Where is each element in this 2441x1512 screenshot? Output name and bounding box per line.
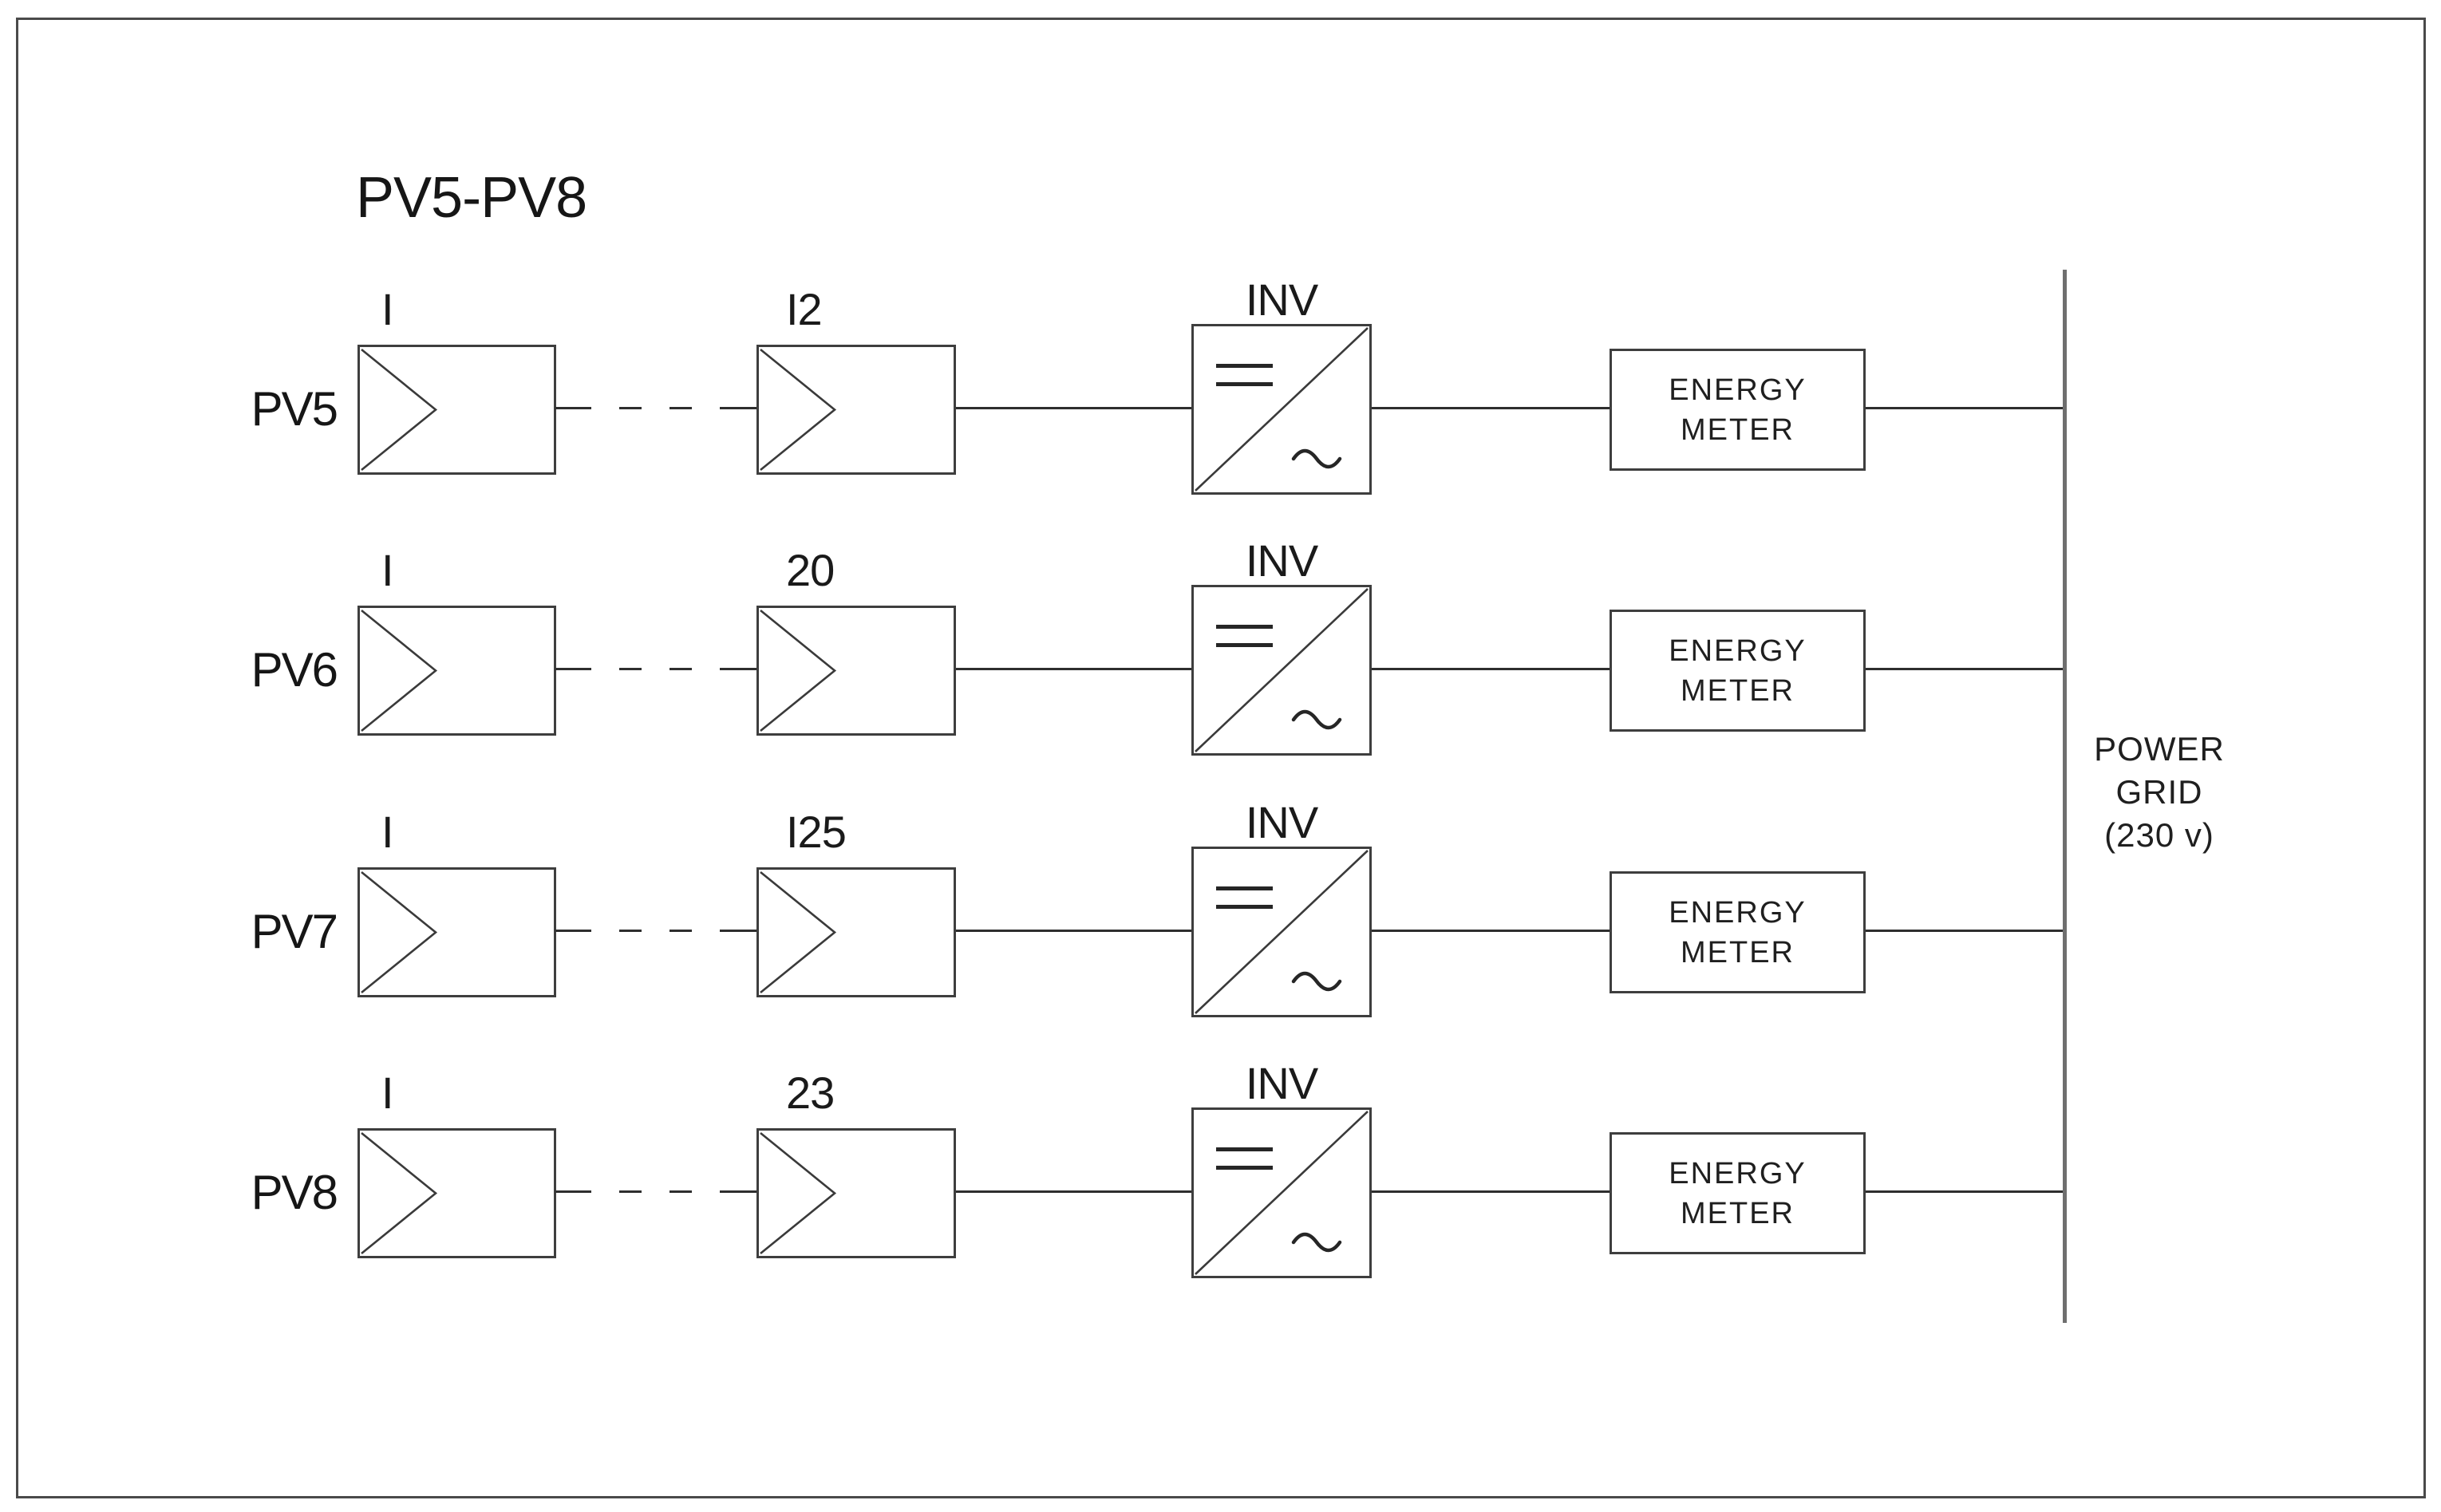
chevron-right-icon [361,348,438,472]
chevron-right-icon [760,870,837,994]
wire-inverter-to-meter [1372,668,1610,670]
wire-stub [555,1190,591,1193]
panel-first-index-label: I [381,1068,394,1118]
inverter-symbol-icon [1195,850,1369,1014]
power-grid-label: POWER GRID (230 v) [2068,728,2251,857]
power-grid-label-line2: GRID [2115,773,2203,811]
chevron-right-icon [361,609,438,732]
energy-meter-box: ENERGY METER [1610,871,1866,993]
wire-stub [721,407,756,409]
energy-meter-label-line2: METER [1681,413,1795,447]
pv-panel-box-first [357,606,556,736]
wire-meter-to-grid [1866,407,2067,409]
pv-source-label: PV6 [251,643,338,697]
pv-string-row: PV5 I I2 INV ENERGY METER [0,278,2441,495]
energy-meter-box: ENERGY METER [1610,610,1866,732]
inverter-box [1191,324,1372,495]
energy-meter-box: ENERGY METER [1610,1132,1866,1254]
pv-panel-box-first [357,867,556,997]
wire-inverter-to-meter [1372,930,1610,932]
wire-stub [721,1190,756,1193]
pv-string-row: PV7 I I25 INV ENERGY METER [0,800,2441,1017]
wire-panel-to-inverter [956,407,1191,409]
wire-panel-to-inverter [956,930,1191,932]
energy-meter-label-line2: METER [1681,935,1795,969]
wire-panel-to-inverter [956,1190,1191,1193]
inverter-symbol-icon [1195,327,1369,491]
inverter-symbol-icon [1195,1111,1369,1275]
pv-string-row: PV6 I 20 INV ENERGY METER [0,539,2441,756]
wire-stub [721,668,756,670]
dashed-wire-omitted-panels [591,407,721,409]
panel-last-index-label: I25 [786,807,847,857]
dashed-wire-omitted-panels [591,930,721,932]
energy-meter-label-line2: METER [1681,1196,1795,1230]
dashed-wire-omitted-panels [591,1190,721,1193]
pv-panel-box-last [756,345,956,475]
energy-meter-label-line1: ENERGY [1669,373,1807,407]
pv-panel-box-first [357,345,556,475]
pv-panel-box-last [756,606,956,736]
drawing-border [16,18,2426,1498]
wire-meter-to-grid [1866,668,2067,670]
panel-last-index-label: 23 [786,1068,835,1118]
inverter-label: INV [1245,274,1318,325]
wire-meter-to-grid [1866,1190,2067,1193]
chevron-right-icon [361,1131,438,1255]
chevron-right-icon [760,609,837,732]
inverter-box [1191,585,1372,756]
pv-source-label: PV7 [251,905,338,958]
diagram-title: PV5-PV8 [356,166,587,230]
power-grid-label-line3: (230 v) [2104,816,2214,854]
wire-meter-to-grid [1866,930,2067,932]
panel-first-index-label: I [381,545,394,595]
inverter-label: INV [1245,535,1318,586]
energy-meter-label-line1: ENERGY [1669,634,1807,668]
wire-stub [721,930,756,932]
pv-source-label: PV8 [251,1166,338,1219]
panel-last-index-label: 20 [786,545,835,595]
wire-stub [555,930,591,932]
energy-meter-label-line1: ENERGY [1669,895,1807,930]
energy-meter-label-line2: METER [1681,673,1795,708]
power-grid-label-line1: POWER [2094,730,2225,768]
wire-inverter-to-meter [1372,1190,1610,1193]
chevron-right-icon [361,870,438,994]
inverter-box [1191,1107,1372,1278]
pv-string-row: PV8 I 23 INV ENERGY METER [0,1061,2441,1278]
inverter-label: INV [1245,1058,1318,1108]
wire-stub [555,668,591,670]
wire-panel-to-inverter [956,668,1191,670]
inverter-box [1191,847,1372,1017]
pv-panel-box-first [357,1128,556,1258]
pv-panel-box-last [756,1128,956,1258]
dashed-wire-omitted-panels [591,668,721,670]
pv-panel-box-last [756,867,956,997]
chevron-right-icon [760,348,837,472]
chevron-right-icon [760,1131,837,1255]
energy-meter-box: ENERGY METER [1610,349,1866,471]
wire-stub [555,407,591,409]
wire-inverter-to-meter [1372,407,1610,409]
inverter-symbol-icon [1195,588,1369,752]
panel-first-index-label: I [381,807,394,857]
power-grid-bus-line [2063,270,2067,1323]
panel-last-index-label: I2 [786,284,823,334]
pv-source-label: PV5 [251,382,338,436]
inverter-label: INV [1245,797,1318,847]
energy-meter-label-line1: ENERGY [1669,1156,1807,1190]
panel-first-index-label: I [381,284,394,334]
